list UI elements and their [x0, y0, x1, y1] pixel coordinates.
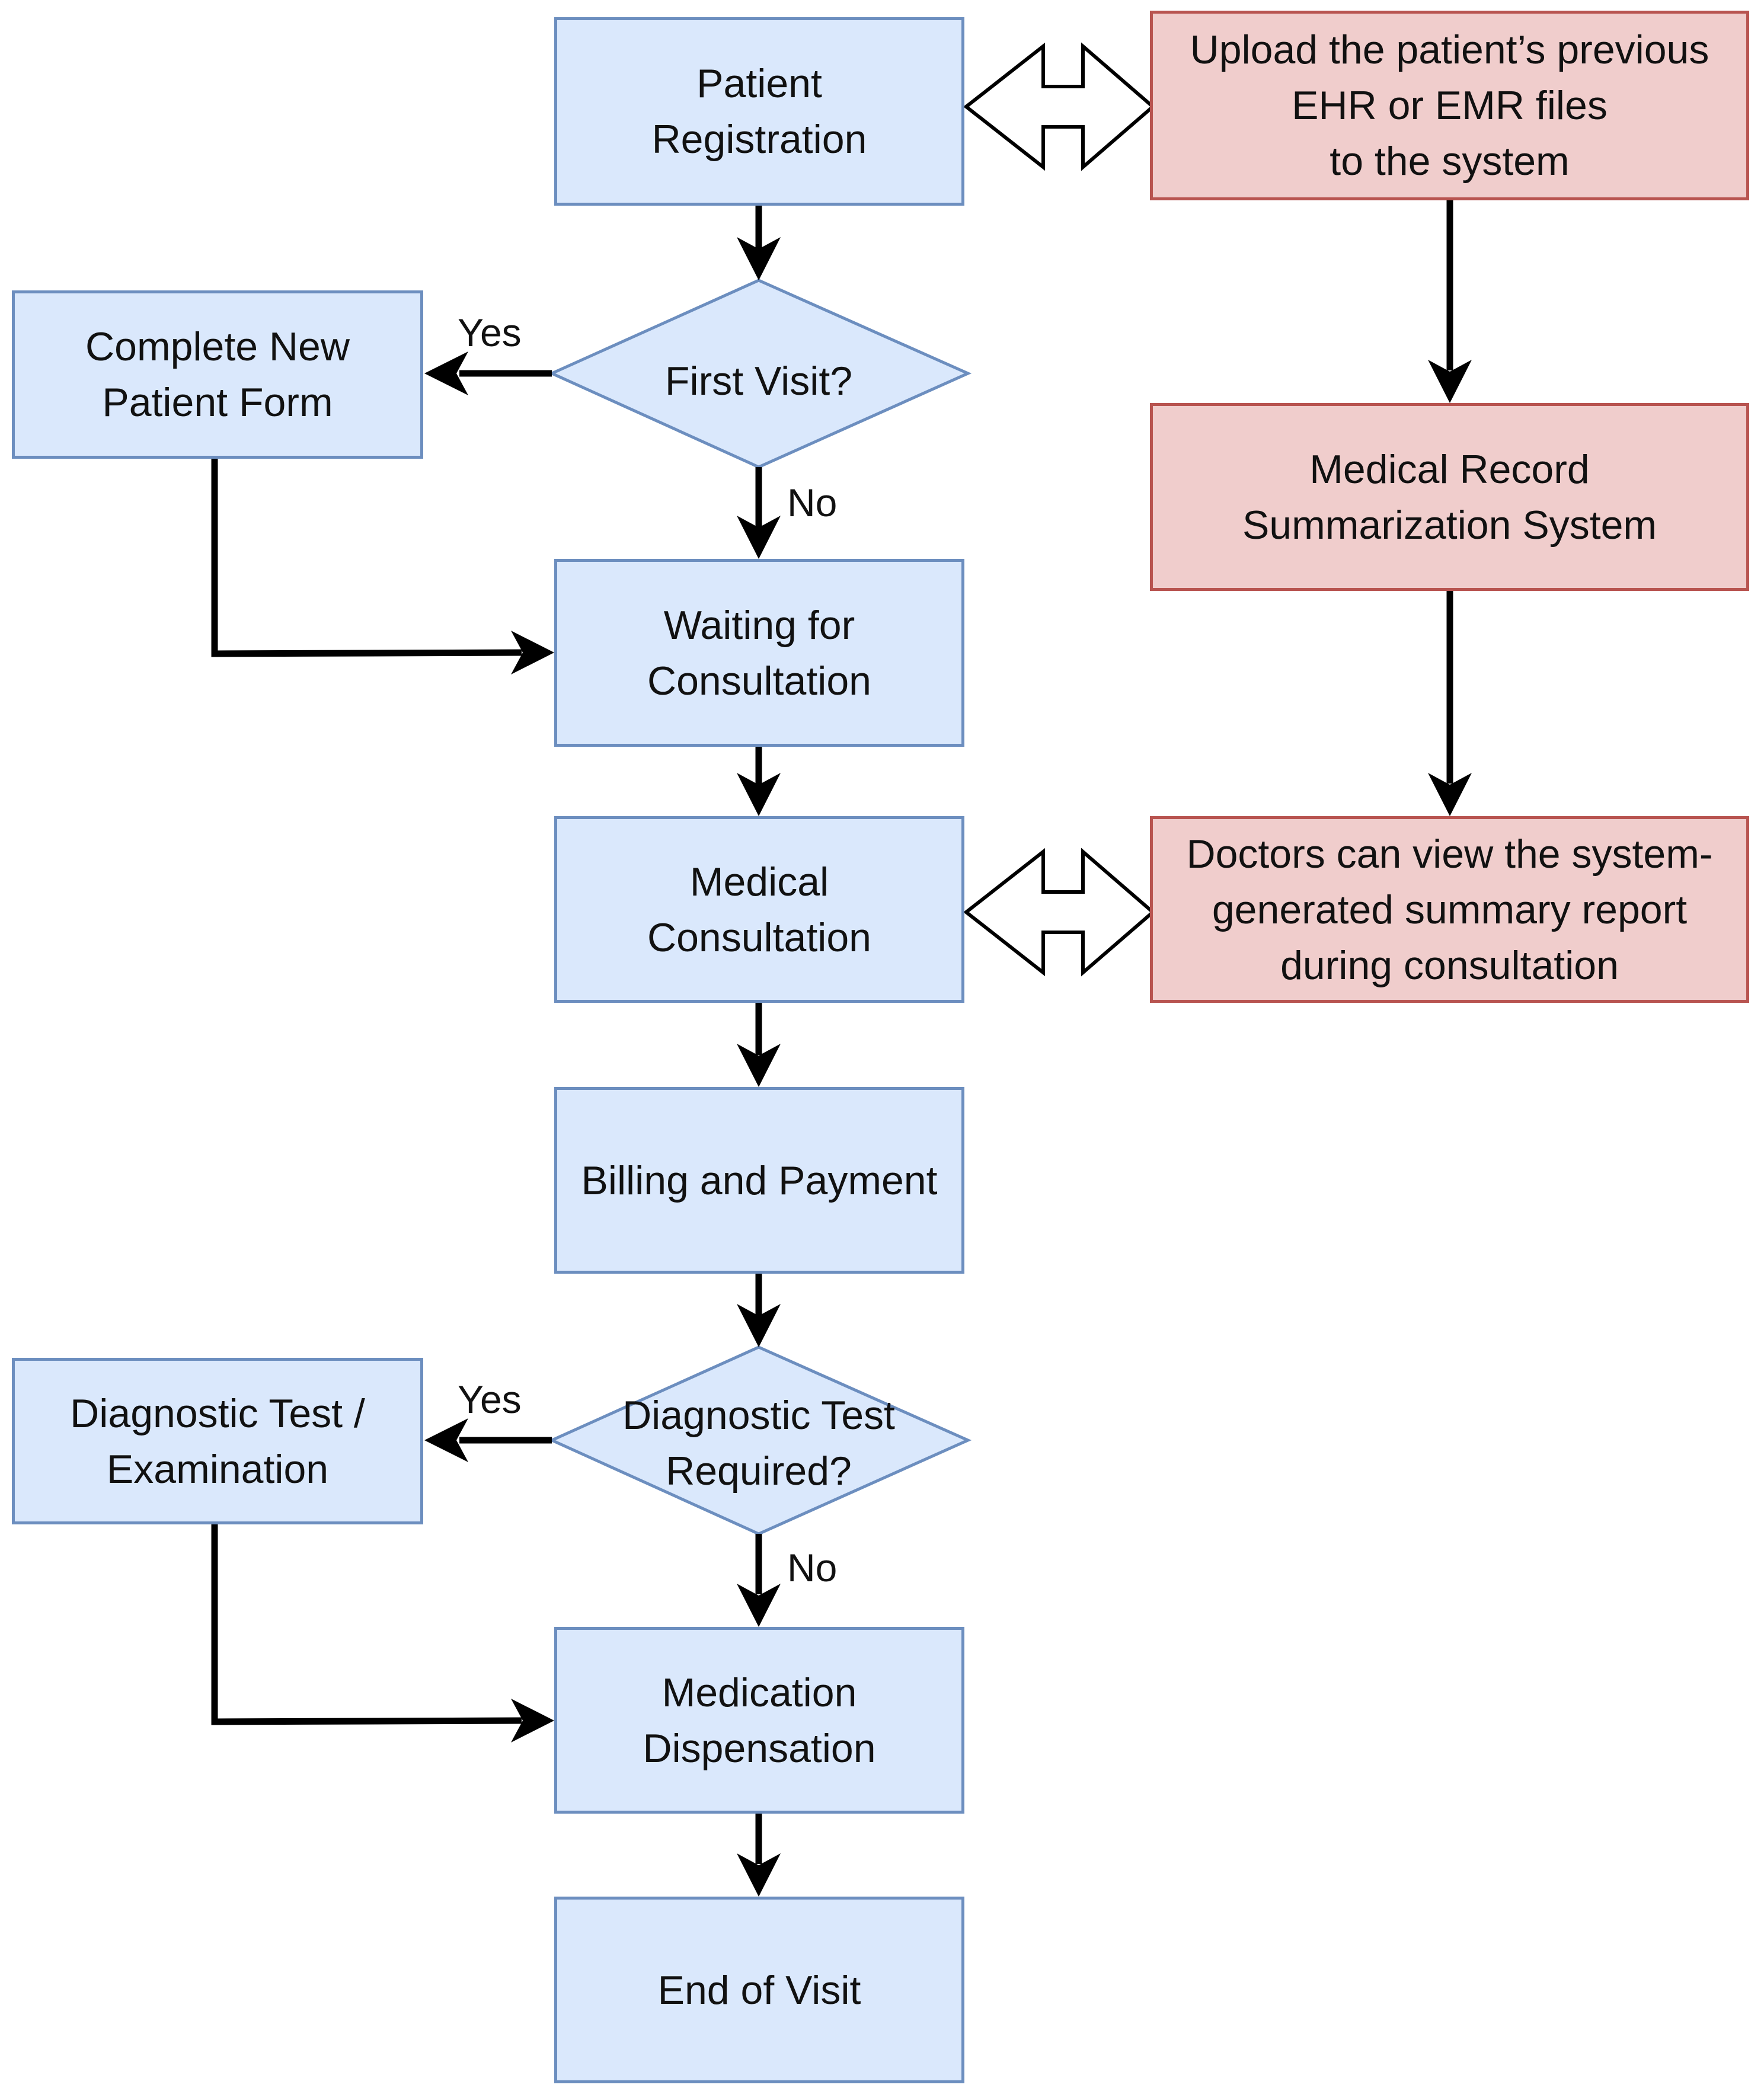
- node-end-of-visit: End of Visit: [554, 1897, 964, 2083]
- node-first-visit: First Visit?: [664, 359, 853, 404]
- node-summarization-system: Medical Record Summarization System: [1150, 403, 1749, 591]
- edge-label-no: No: [787, 481, 838, 525]
- bidirectional-arrow-icon: [963, 848, 1156, 977]
- edge-exam-to-medication: [211, 1524, 522, 1725]
- node-medical-consultation: Medical Consultation: [554, 816, 964, 1003]
- arrowhead-right-icon: [511, 1699, 554, 1742]
- arrowhead-down-icon: [737, 1853, 781, 1897]
- arrowhead-down-icon: [1428, 360, 1472, 403]
- arrowhead-left-icon: [424, 351, 468, 395]
- edge-label-no: No: [787, 1546, 838, 1590]
- arrowhead-down-icon: [737, 1304, 781, 1347]
- node-patient-registration: Patient Registration: [554, 17, 964, 206]
- edge-label-yes: Yes: [458, 311, 522, 354]
- node-doctors-view-report: Doctors can view the system- generated s…: [1150, 816, 1749, 1003]
- edge-form-to-waiting: [211, 459, 522, 657]
- node-upload-ehr: Upload the patient’s previous EHR or EMR…: [1150, 11, 1749, 200]
- arrowhead-down-icon: [737, 1044, 781, 1087]
- arrowhead-right-icon: [511, 631, 554, 674]
- arrowhead-down-icon: [737, 773, 781, 816]
- arrowhead-down-icon: [737, 1584, 781, 1627]
- node-complete-new-patient-form: Complete New Patient Form: [12, 290, 423, 459]
- node-billing-and-payment: Billing and Payment: [554, 1087, 964, 1274]
- arrowhead-down-icon: [737, 516, 781, 559]
- node-waiting-for-consultation: Waiting for Consultation: [554, 559, 964, 747]
- node-diagnostic-test-examination: Diagnostic Test / Examination: [12, 1358, 423, 1524]
- node-diagnostic-test-required: Diagnostic Test Required?: [622, 1393, 895, 1494]
- node-medication-dispensation: Medication Dispensation: [554, 1627, 964, 1814]
- arrowhead-down-icon: [737, 237, 781, 280]
- arrowhead-left-icon: [424, 1418, 468, 1462]
- edge-label-yes: Yes: [458, 1377, 522, 1421]
- arrowhead-down-icon: [1428, 773, 1472, 816]
- bidirectional-arrow-icon: [963, 42, 1156, 171]
